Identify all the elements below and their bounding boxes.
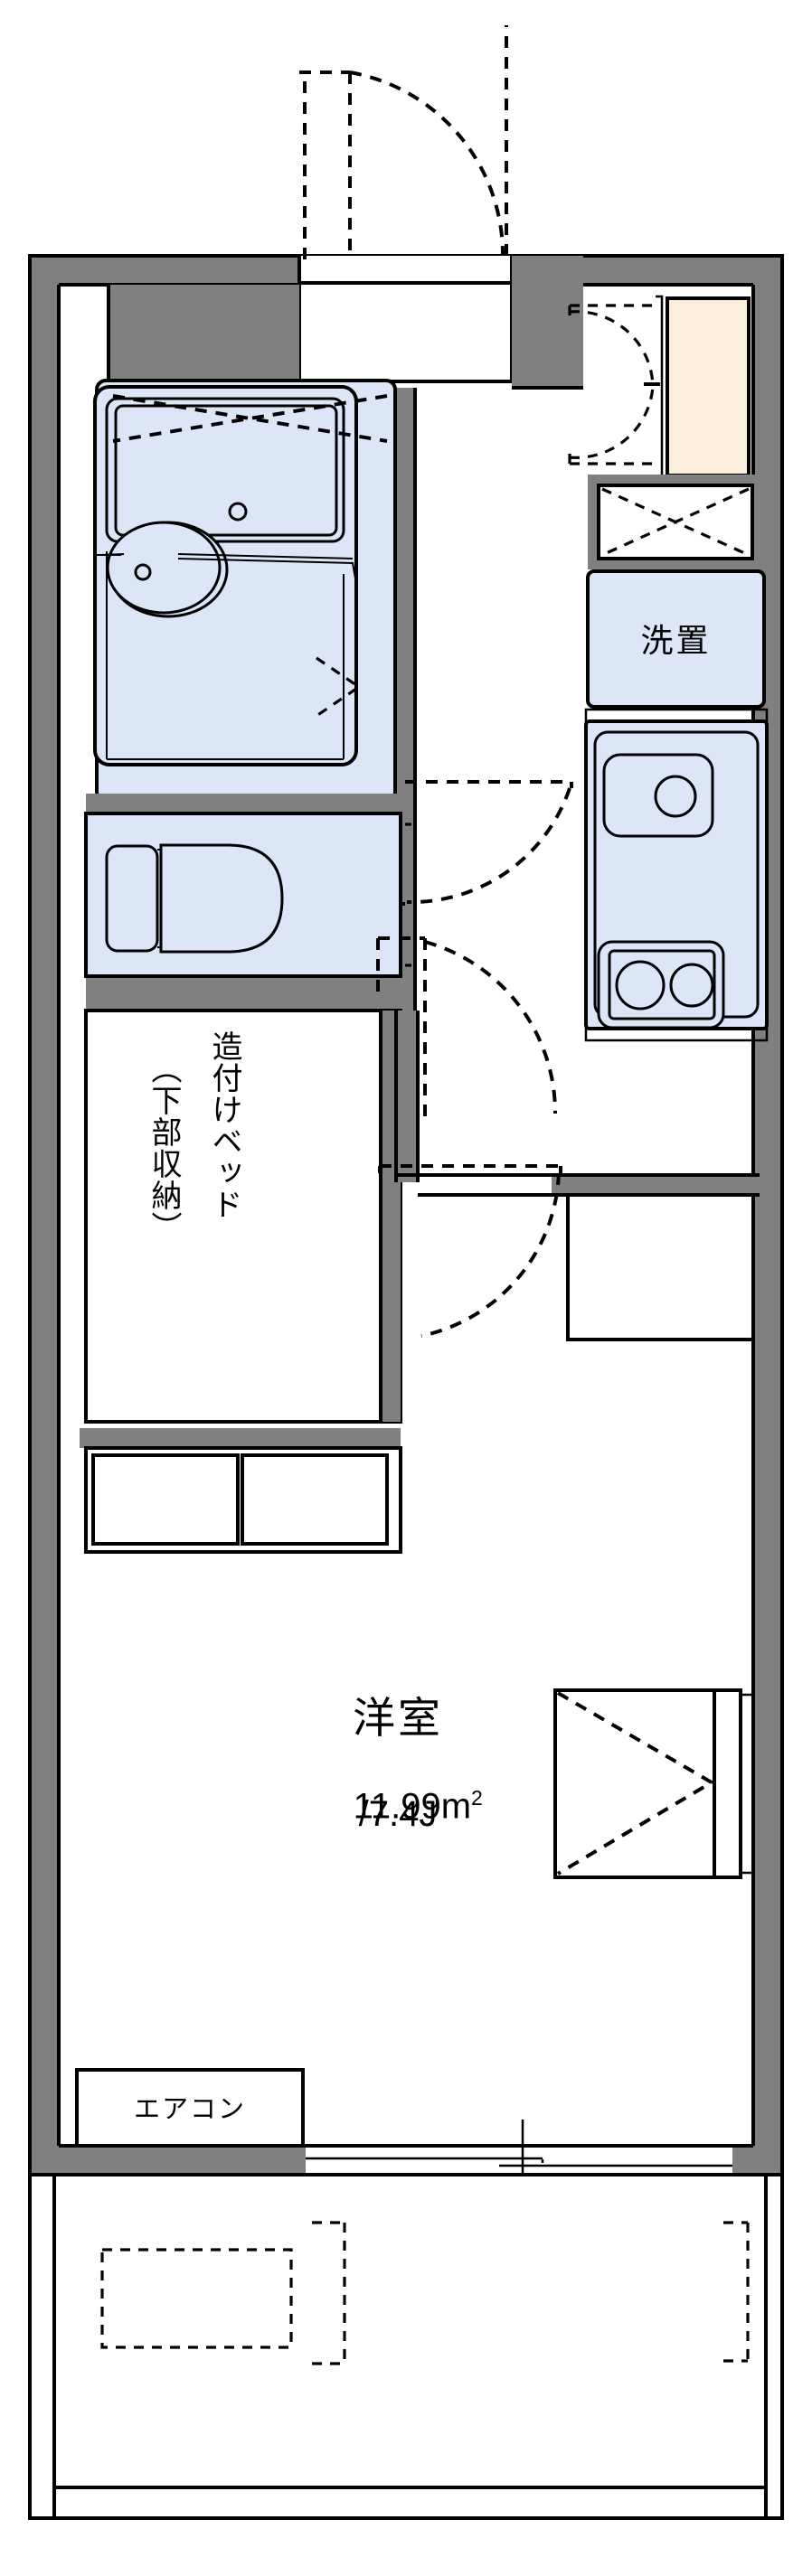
entrance-door-swing: [299, 25, 508, 259]
bath-ceiling-hatch: [112, 394, 388, 443]
main-room-jo-label: /7.4J: [358, 1794, 438, 1834]
meter-box: [588, 475, 764, 569]
washing-machine-space[interactable]: [586, 569, 766, 709]
room-closet-folding[interactable]: [553, 1688, 753, 1879]
entry-closet-door-swing: [568, 304, 660, 465]
area-superscript: 2: [471, 1786, 483, 1810]
entrance-area: [107, 256, 583, 390]
toilet-door-swing: [405, 823, 411, 967]
built-in-bed-label: 造付けベッド: [207, 1030, 242, 1220]
balcony: [28, 2173, 784, 2520]
shoe-cabinet[interactable]: [656, 295, 751, 479]
room-partition-wall: [394, 1011, 760, 1197]
kitchen-door-swing: [378, 1164, 562, 1338]
main-room-name-label: 洋室: [353, 1694, 443, 1742]
room-closet-upper[interactable]: [566, 1193, 755, 1341]
toilet-room[interactable]: [84, 794, 402, 994]
built-in-bed-sublabel: （下部収納）: [146, 1053, 182, 1243]
bath-door-swing: [401, 780, 573, 906]
area-value: 11.99m: [353, 1786, 472, 1827]
main-room-area-label: 11.99m2: [262, 1745, 533, 1867]
kitchen-counter[interactable]: [584, 708, 769, 1042]
aircon-box: [75, 2068, 305, 2148]
unit-bath[interactable]: [93, 379, 397, 803]
under-bed-storage[interactable]: [80, 1428, 402, 1554]
built-in-bed[interactable]: [84, 992, 402, 1424]
washing-machine-label: 洗置: [640, 622, 712, 659]
aircon-label: エアコン: [133, 2095, 246, 2124]
